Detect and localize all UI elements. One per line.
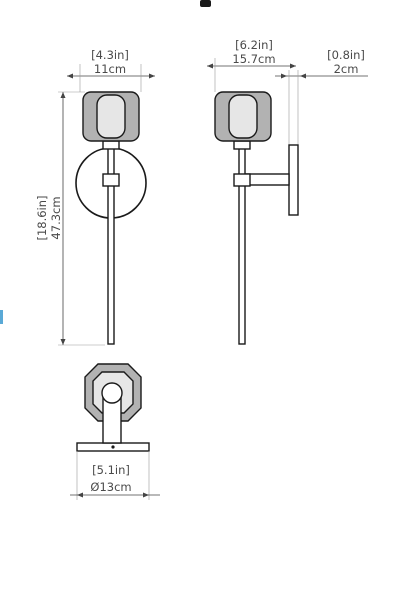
- top-view: [5.1in] Ø13cm: [70, 363, 160, 500]
- front-width-metric: 11cm: [94, 62, 126, 76]
- side-arm: [243, 173, 290, 186]
- top-socket: [101, 382, 123, 404]
- front-collar-top: [102, 140, 120, 150]
- side-stem: [238, 135, 246, 345]
- top-screw-dot: [111, 445, 115, 449]
- plate-depth-metric: 2cm: [334, 62, 359, 76]
- front-stem: [107, 135, 115, 345]
- front-collar-mid: [102, 173, 120, 187]
- edge-accent: [0, 310, 3, 324]
- height-imperial: [18.6in]: [35, 195, 49, 240]
- side-wallplate: [288, 144, 299, 216]
- side-view: [6.2in] 15.7cm [0.8in] 2cm: [207, 38, 368, 345]
- front-width-imperial: [4.3in]: [91, 48, 129, 62]
- side-collar-top: [233, 140, 251, 150]
- plate-depth-imperial: [0.8in]: [327, 48, 365, 62]
- front-shade-inner: [96, 94, 126, 139]
- height-metric: 47.3cm: [49, 196, 63, 239]
- side-shade-inner: [228, 94, 258, 139]
- front-view: [4.3in] 11cm [18.6in] 47.3cm: [35, 48, 155, 346]
- title-fragment: [200, 0, 211, 7]
- side-depth-metric: 15.7cm: [232, 52, 275, 66]
- diameter-imperial: [5.1in]: [92, 463, 130, 477]
- side-collar-mid: [233, 173, 251, 187]
- side-depth-imperial: [6.2in]: [235, 38, 273, 52]
- diameter-metric: Ø13cm: [90, 480, 131, 494]
